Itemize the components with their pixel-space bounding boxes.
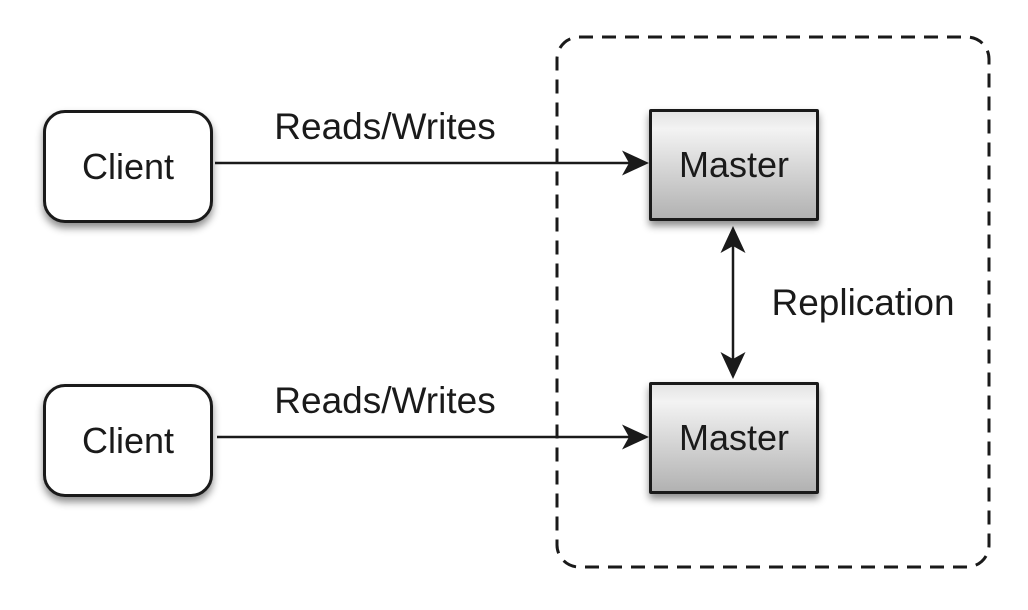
node-master-bottom: Master [649, 382, 819, 494]
edge-replication [720, 226, 746, 379]
node-master-bottom-label: Master [678, 417, 790, 458]
edge-reads-writes-bottom [217, 424, 649, 450]
edge-label-reads-writes-top: Reads/Writes [274, 106, 496, 147]
edge-label-replication: Replication [771, 282, 955, 323]
arrowhead-right-bottom [622, 424, 649, 450]
node-master-top: Master [649, 109, 819, 221]
arrowhead-down [720, 352, 746, 379]
arrowhead-right-top [622, 150, 649, 176]
edge-reads-writes-top [215, 150, 649, 176]
arrowhead-up [720, 226, 746, 253]
node-master-top-label: Master [678, 144, 790, 185]
node-client-top-label: Client [81, 145, 175, 187]
node-client-bottom: Client [43, 384, 213, 497]
replication-group-border [555, 35, 991, 569]
node-client-top: Client [43, 110, 213, 223]
edge-label-reads-writes-bottom: Reads/Writes [274, 380, 496, 421]
node-client-bottom-label: Client [81, 419, 175, 461]
